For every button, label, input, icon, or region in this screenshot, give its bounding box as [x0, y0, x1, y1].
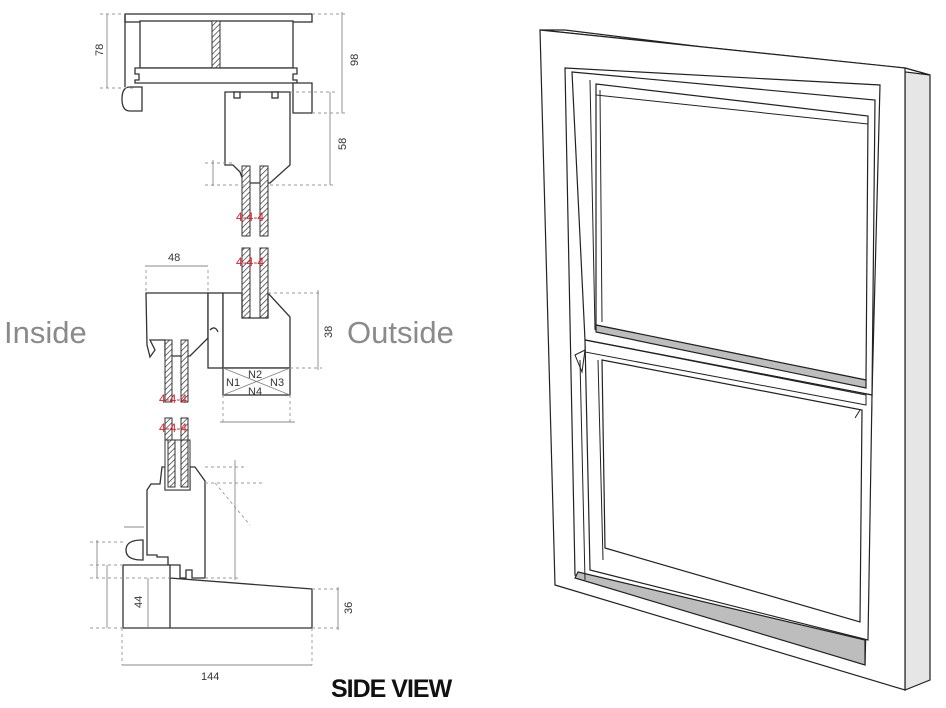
notch-n2: N2: [248, 369, 262, 381]
glazing-label: 4-4-4: [159, 392, 187, 406]
glazing-label: 4-4-4: [236, 210, 264, 224]
dim-36: 36: [343, 602, 355, 614]
window-3d-illustration: [539, 29, 931, 691]
sill-section: [90, 439, 340, 666]
dim-98: 98: [349, 54, 361, 66]
meeting-rail-section: [145, 265, 322, 464]
dim-48: 48: [168, 252, 180, 264]
head-section: [100, 12, 345, 321]
notch-n3: N3: [270, 377, 284, 389]
outside-label: Outside: [347, 315, 454, 350]
dim-78: 78: [94, 44, 106, 56]
notch-n4: N4: [248, 386, 262, 398]
dim-58: 58: [337, 138, 349, 150]
dim-38: 38: [323, 326, 335, 338]
glazing-label: 4-4-4: [159, 421, 187, 435]
side-view-title: SIDE VIEW: [331, 675, 453, 703]
dim-44: 44: [133, 596, 145, 608]
glazing-label: 4-4-4: [236, 255, 264, 269]
inside-label: Inside: [4, 315, 87, 350]
notch-n1: N1: [226, 377, 240, 389]
dim-144: 144: [201, 671, 219, 683]
